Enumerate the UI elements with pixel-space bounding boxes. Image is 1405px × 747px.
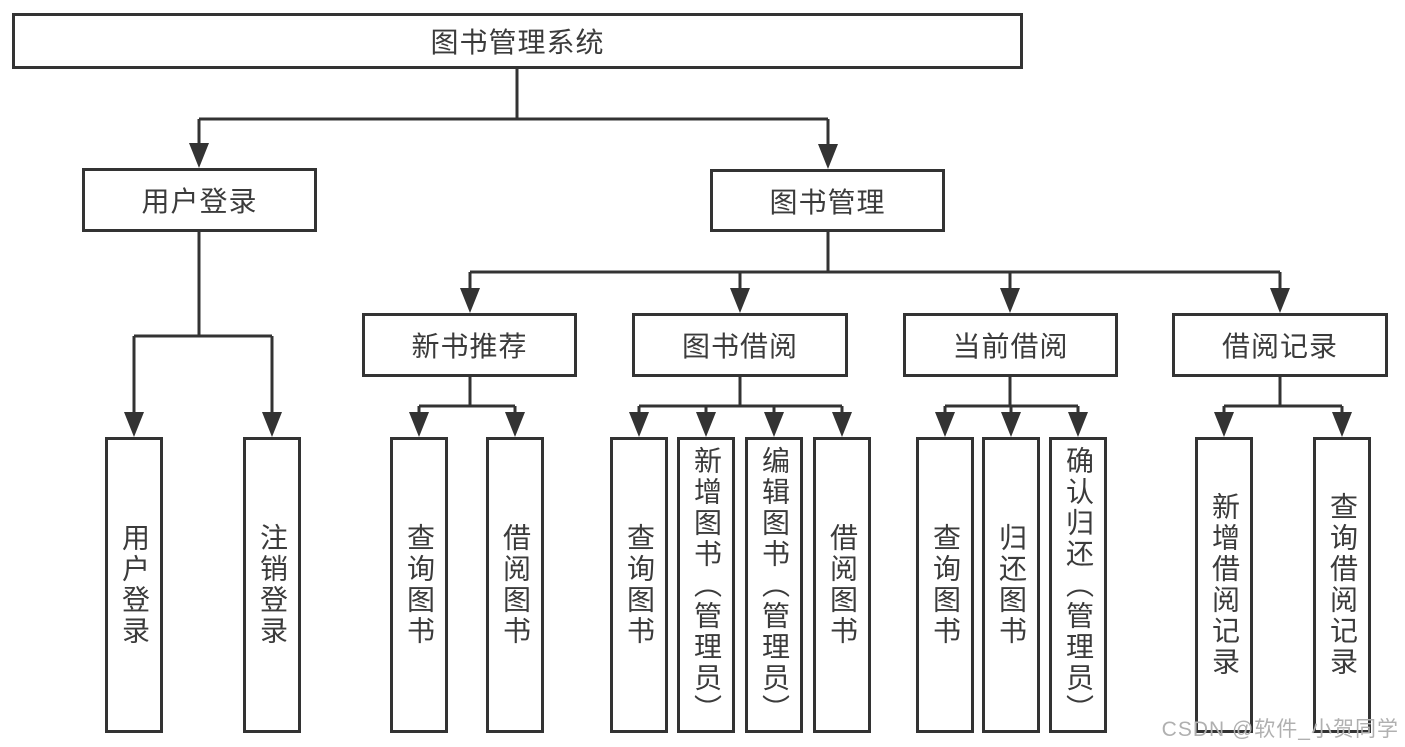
leaf-add-book-admin-label: 新增图书（管理员） [691,445,722,725]
leaf-query-books-borrowing-label: 查询图书 [624,523,655,647]
leaf-logout-label: 注销登录 [257,523,288,647]
node-book-borrowing: 图书借阅 [632,313,848,377]
leaf-query-books-current: 查询图书 [916,437,974,733]
node-library-management-system: 图书管理系统 [12,13,1023,69]
leaf-confirm-return-admin: 确认归还（管理员） [1049,437,1107,733]
leaf-query-borrow-record-label: 查询借阅记录 [1327,492,1358,678]
leaf-user-login: 用户登录 [105,437,163,733]
leaf-confirm-return-admin-label: 确认归还（管理员） [1063,445,1094,725]
leaf-borrow-books-recommend-label: 借阅图书 [500,523,531,647]
leaf-edit-book-admin-label: 编辑图书（管理员） [759,445,790,725]
node-user-login-branch: 用户登录 [82,168,317,232]
node-current-borrowing: 当前借阅 [903,313,1118,377]
leaf-borrow-books-recommend: 借阅图书 [486,437,544,733]
leaf-return-books-label: 归还图书 [996,523,1027,647]
leaf-query-books-borrowing: 查询图书 [610,437,668,733]
node-borrowing-records: 借阅记录 [1172,313,1388,377]
leaf-add-borrow-record: 新增借阅记录 [1195,437,1253,733]
leaf-edit-book-admin: 编辑图书（管理员） [745,437,803,733]
leaf-add-book-admin: 新增图书（管理员） [677,437,735,733]
leaf-add-borrow-record-label: 新增借阅记录 [1209,492,1240,678]
node-book-management: 图书管理 [710,169,945,232]
leaf-query-borrow-record: 查询借阅记录 [1313,437,1371,733]
leaf-query-books-recommend: 查询图书 [390,437,448,733]
leaf-return-books: 归还图书 [982,437,1040,733]
node-new-book-recommendation: 新书推荐 [362,313,577,377]
leaf-borrow-books-borrowing: 借阅图书 [813,437,871,733]
leaf-borrow-books-borrowing-label: 借阅图书 [827,523,858,647]
leaf-query-books-recommend-label: 查询图书 [404,523,435,647]
leaf-query-books-current-label: 查询图书 [930,523,961,647]
csdn-watermark: CSDN @软件_小贺同学 [1161,718,1399,741]
leaf-logout: 注销登录 [243,437,301,733]
leaf-user-login-label: 用户登录 [119,523,150,647]
